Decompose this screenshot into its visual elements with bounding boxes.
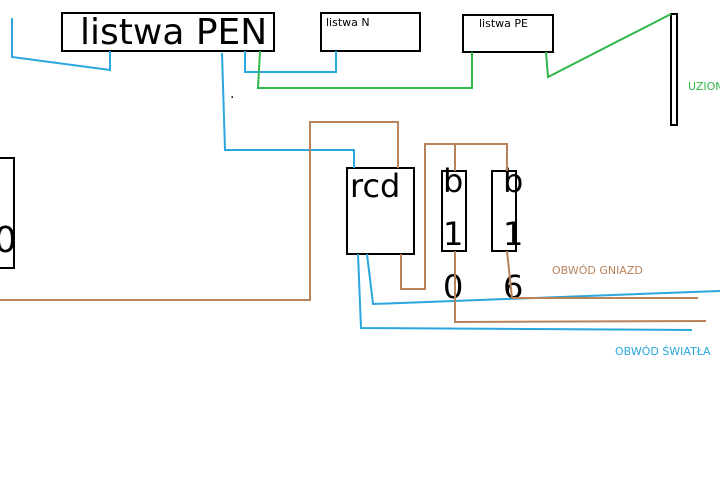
brown-wire-supply	[0, 121, 399, 301]
brown-wire-rcd-to-breakers	[400, 143, 508, 290]
pe-bar-box	[462, 14, 554, 53]
n-bar-box	[320, 12, 421, 52]
light-circuit-label: OBWÓD ŚWIATŁA	[615, 345, 711, 358]
rcd-label: rcd	[350, 167, 400, 205]
ground-rod	[670, 13, 678, 126]
breaker-1-line-2: 1	[443, 215, 463, 253]
stray-dot: .	[230, 86, 234, 102]
brown-wire-socket-circuit	[506, 250, 698, 299]
blue-wire-pen-to-n	[244, 51, 337, 73]
blue-wire-left-to-pen	[11, 18, 111, 72]
breaker-2-line-3: 6	[503, 268, 523, 306]
breaker-2-box	[491, 170, 517, 252]
pen-bar-box	[61, 12, 275, 52]
breaker-2-line-2: 1	[503, 215, 523, 253]
green-wire-pe-to-ground	[545, 13, 672, 79]
ground-label: UZIOM	[688, 80, 720, 93]
breaker-1-line-3: 0	[443, 268, 463, 306]
green-wire-pen-to-pe	[256, 50, 473, 89]
left-device-digit: 0	[0, 220, 17, 261]
blue-wire-light-circuit	[357, 253, 693, 331]
blue-wire-socket-circuit	[366, 253, 720, 306]
brown-wire-light-circuit	[454, 251, 707, 324]
pen-bar-label: listwa PEN	[80, 12, 267, 53]
left-device-box	[0, 157, 15, 269]
pe-bar-label: listwa PE	[479, 17, 528, 30]
blue-wire-pen-to-rcd	[221, 52, 355, 168]
breaker-1-line-1: b	[443, 162, 463, 200]
breaker-2-line-1: b	[503, 162, 523, 200]
rcd-box	[346, 167, 415, 255]
n-bar-label: listwa N	[326, 16, 370, 29]
socket-circuit-label: OBWÓD GNIAZD	[552, 264, 643, 277]
